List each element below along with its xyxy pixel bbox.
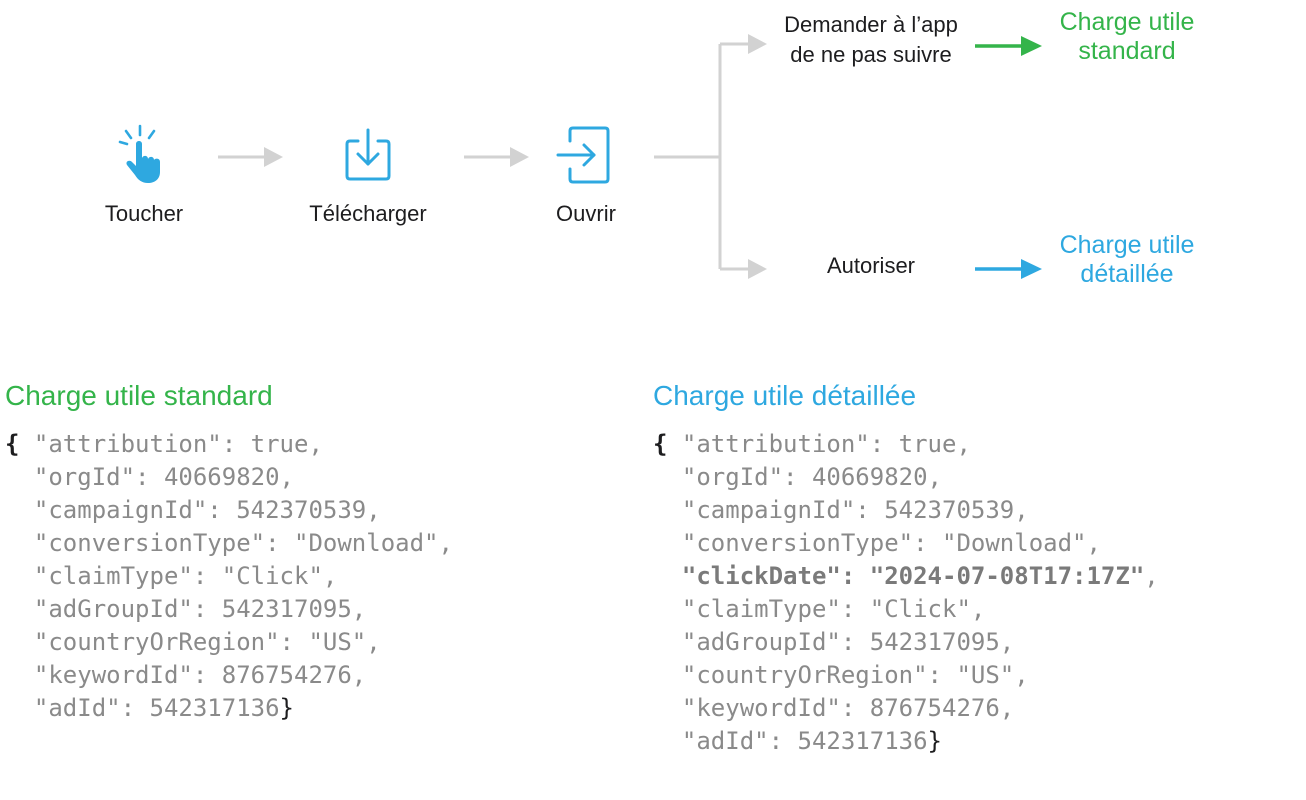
standard-code-text: "orgId": 40669820, xyxy=(33,463,294,491)
detailed-code-text: "adGroupId": 542317095, xyxy=(681,628,1015,656)
detailed-click-date-line: "clickDate": "2024-07-08T17:17Z" xyxy=(681,562,1145,590)
standard-payload-code: { "attribution": true, "orgId": 40669820… xyxy=(5,428,453,725)
standard-code-line: { "attribution": true, xyxy=(5,428,453,461)
detailed-code-line: "claimType": "Click", xyxy=(653,593,1159,626)
detailed-code-text: "adId": 542317136 xyxy=(681,727,928,755)
standard-code-line: "campaignId": 542370539, xyxy=(5,494,453,527)
standard-code-line: "adId": 542317136} xyxy=(5,692,453,725)
detailed-code-line: "adGroupId": 542317095, xyxy=(653,626,1159,659)
step-label-tap: Toucher xyxy=(104,201,184,226)
standard-code-line: "conversionType": "Download", xyxy=(5,527,453,560)
standard-close-brace: } xyxy=(279,694,294,722)
detailed-code-line: "clickDate": "2024-07-08T17:17Z", xyxy=(681,562,1159,590)
detailed-code-text: "keywordId": 876754276, xyxy=(681,694,1015,722)
detailed-code-text: "orgId": 40669820, xyxy=(681,463,942,491)
standard-code-text: "conversionType": "Download", xyxy=(33,529,453,557)
result-detailed: Charge utile détaillée xyxy=(1040,231,1214,289)
arrow-tap-to-download xyxy=(218,147,283,167)
detailed-code-line: { "attribution": true, xyxy=(653,428,1159,461)
arrow-to-detailed xyxy=(975,259,1042,279)
standard-code-text: "adId": 542317136 xyxy=(33,694,280,722)
detailed-code-text: "claimType": "Click", xyxy=(681,595,986,623)
arrow-download-to-open xyxy=(464,147,529,167)
detailed-code-text: "attribution": true, xyxy=(681,430,971,458)
detailed-code-line: "conversionType": "Download", xyxy=(653,527,1159,560)
connectors xyxy=(218,34,1042,279)
flow-diagram: Toucher Télécharger Ouvrir Demander à l’… xyxy=(0,0,1306,340)
standard-code-text: "attribution": true, xyxy=(33,430,323,458)
standard-code-line: "orgId": 40669820, xyxy=(5,461,453,494)
tap-hand-icon xyxy=(112,122,176,186)
step-label-download: Télécharger xyxy=(309,201,427,226)
detailed-close-brace: } xyxy=(927,727,942,755)
detailed-code-line: "campaignId": 542370539, xyxy=(653,494,1159,527)
standard-code-text: "claimType": "Click", xyxy=(33,562,338,590)
result-detailed-line1: Charge utile xyxy=(1059,231,1195,259)
download-icon xyxy=(344,127,392,183)
standard-payload-title: Charge utile standard xyxy=(5,380,273,411)
arrow-to-standard xyxy=(975,36,1042,56)
detailed-payload-code: { "attribution": true, "orgId": 40669820… xyxy=(653,428,1159,758)
standard-open-brace: { xyxy=(5,430,20,458)
detailed-code-line: "countryOrRegion": "US", xyxy=(653,659,1159,692)
standard-code-line: "countryOrRegion": "US", xyxy=(5,626,453,659)
detailed-code-line: "keywordId": 876754276, xyxy=(653,692,1159,725)
branch-label-allow: Autoriser xyxy=(826,253,916,278)
result-standard: Charge utile standard xyxy=(1040,8,1214,66)
detailed-payload-title: Charge utile détaillée xyxy=(653,380,917,411)
open-app-icon xyxy=(556,125,614,185)
standard-code-text: "countryOrRegion": "US", xyxy=(33,628,381,656)
detailed-code-text: "countryOrRegion": "US", xyxy=(681,661,1029,689)
standard-code-line: "adGroupId": 542317095, xyxy=(5,593,453,626)
branch-label-no-track: Demander à l’app de ne pas suivre xyxy=(766,10,976,70)
result-detailed-line2: détaillée xyxy=(1080,260,1174,288)
detailed-code-line: "adId": 542317136} xyxy=(653,725,1159,758)
step-label-open: Ouvrir xyxy=(556,201,616,226)
standard-code-text: "campaignId": 542370539, xyxy=(33,496,381,524)
result-standard-line1: Charge utile xyxy=(1059,8,1195,36)
branch-label-no-track-line2: de ne pas suivre xyxy=(790,42,952,67)
detailed-code-line: "orgId": 40669820, xyxy=(653,461,1159,494)
branch-label-no-track-line1: Demander à l’app xyxy=(784,12,958,37)
detailed-code-text: "conversionType": "Download", xyxy=(681,529,1101,557)
detailed-code-text: "campaignId": 542370539, xyxy=(681,496,1029,524)
standard-code-line: "keywordId": 876754276, xyxy=(5,659,453,692)
result-standard-line2: standard xyxy=(1078,37,1176,65)
standard-code-text: "keywordId": 876754276, xyxy=(33,661,367,689)
standard-code-line: "claimType": "Click", xyxy=(5,560,453,593)
branch-connector xyxy=(654,34,767,279)
detailed-open-brace: { xyxy=(653,430,668,458)
standard-code-text: "adGroupId": 542317095, xyxy=(33,595,367,623)
